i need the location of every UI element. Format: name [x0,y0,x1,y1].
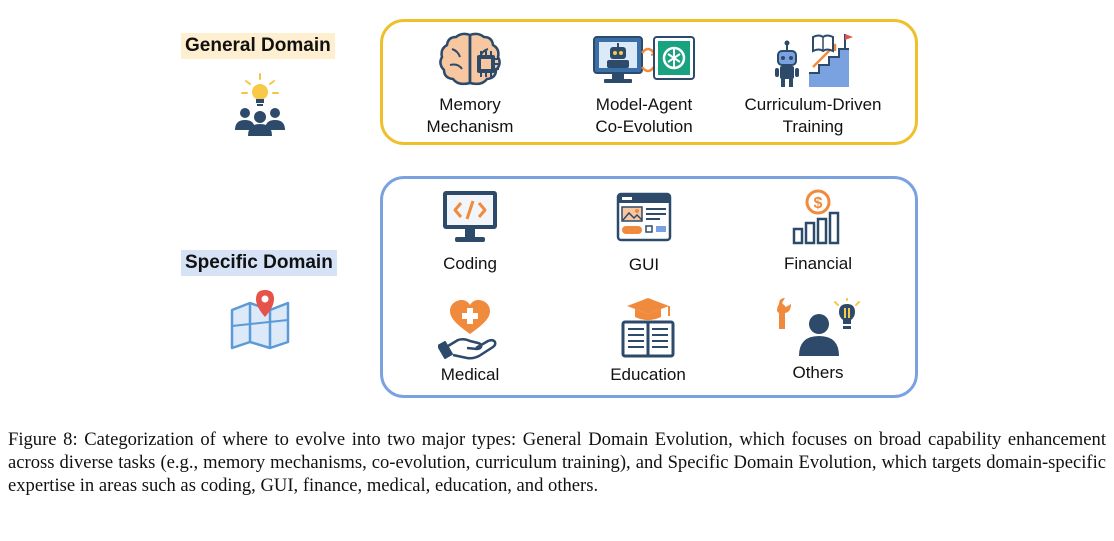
lightbulb-people-icon [231,72,289,145]
specific-item-others: Others [733,298,903,384]
tools-person-icon [777,298,860,356]
dollar-chart-icon: $ [792,189,840,245]
specific-domain-label: Specific Domain [181,250,337,276]
specific-item-medical: Medical [385,298,555,386]
general-item-curriculum: Curriculum-Driven Training [728,31,898,138]
general-item-coevolution: Model-Agent Co-Evolution [559,33,729,138]
general-item-memory: Memory Mechanism [385,31,555,138]
brain-chip-icon [439,32,501,86]
svg-text:$: $ [814,195,823,212]
item-label: Memory Mechanism [426,95,514,136]
item-label: Curriculum-Driven Training [744,95,882,136]
general-domain-label: General Domain [181,33,335,59]
book-cap-icon [621,298,675,358]
item-label: Medical [440,365,500,384]
specific-item-education: Education [563,296,733,386]
item-label: Model-Agent Co-Evolution [595,95,693,136]
specific-item-coding: Coding [385,189,555,275]
specific-domain-panel [380,176,918,398]
item-label: Others [792,363,844,382]
specific-item-financial: $ Financial [733,189,903,275]
item-label: Coding [443,254,497,273]
figure-caption: Figure 8: Categorization of where to evo… [8,429,1106,496]
item-label: GUI [628,255,660,274]
specific-item-gui: GUI [559,190,729,276]
general-domain-panel [380,19,918,145]
item-label: Financial [783,254,853,273]
item-label: Education [610,365,686,384]
robot-monitor-icon [593,36,695,83]
map-pin-icon [229,288,291,355]
heart-hand-icon [438,300,497,360]
code-monitor-icon [443,191,497,242]
robot-stairs-icon [775,34,853,87]
gui-window-icon [616,192,672,242]
